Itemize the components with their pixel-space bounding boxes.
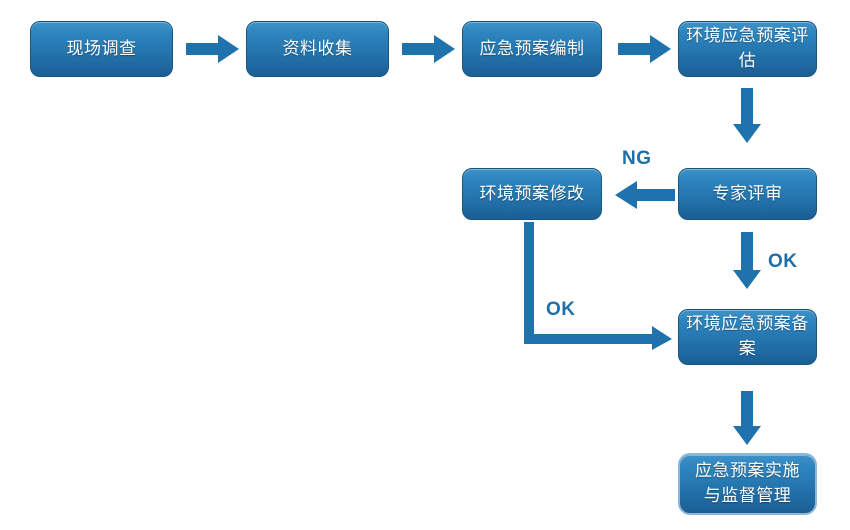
arrow-down-icon-2 [731, 232, 763, 290]
node-plan-assessment[interactable]: 环境应急预案评估 [678, 21, 817, 77]
node-plan-filing[interactable]: 环境应急预案备案 [678, 309, 817, 365]
arrow-right-icon-1 [186, 33, 240, 65]
node-label: 环境预案修改 [479, 183, 585, 203]
node-label-line2: 与监督管理 [703, 486, 792, 505]
node-plan-revision[interactable]: 环境预案修改 [462, 168, 602, 220]
arrow-left-icon-1 [613, 180, 675, 210]
arrow-right-icon-2 [402, 33, 456, 65]
edge-label-ok-elbow: OK [546, 299, 576, 320]
node-plan-drafting[interactable]: 应急预案编制 [462, 21, 602, 77]
node-plan-implementation[interactable]: 应急预案实施 与监督管理 [678, 453, 817, 515]
node-site-survey[interactable]: 现场调查 [30, 21, 173, 77]
edge-label-ok-down: OK [768, 251, 798, 272]
arrow-down-icon-1 [731, 88, 763, 144]
node-label: 环境应急预案评估 [686, 26, 809, 70]
node-label-line1: 应急预案实施 [695, 461, 800, 481]
arrow-right-icon-3 [618, 33, 672, 65]
node-expert-review[interactable]: 专家评审 [678, 168, 817, 220]
node-label: 环境应急预案备案 [686, 314, 809, 358]
node-label: 专家评审 [712, 183, 783, 203]
elbow-arrow-icon [520, 222, 680, 350]
node-label: 现场调查 [66, 38, 137, 58]
node-label: 资料收集 [282, 38, 353, 58]
arrow-down-icon-3 [731, 391, 763, 446]
edge-label-ng: NG [622, 148, 652, 169]
node-data-collection[interactable]: 资料收集 [246, 21, 389, 77]
node-label: 应急预案编制 [479, 38, 585, 58]
